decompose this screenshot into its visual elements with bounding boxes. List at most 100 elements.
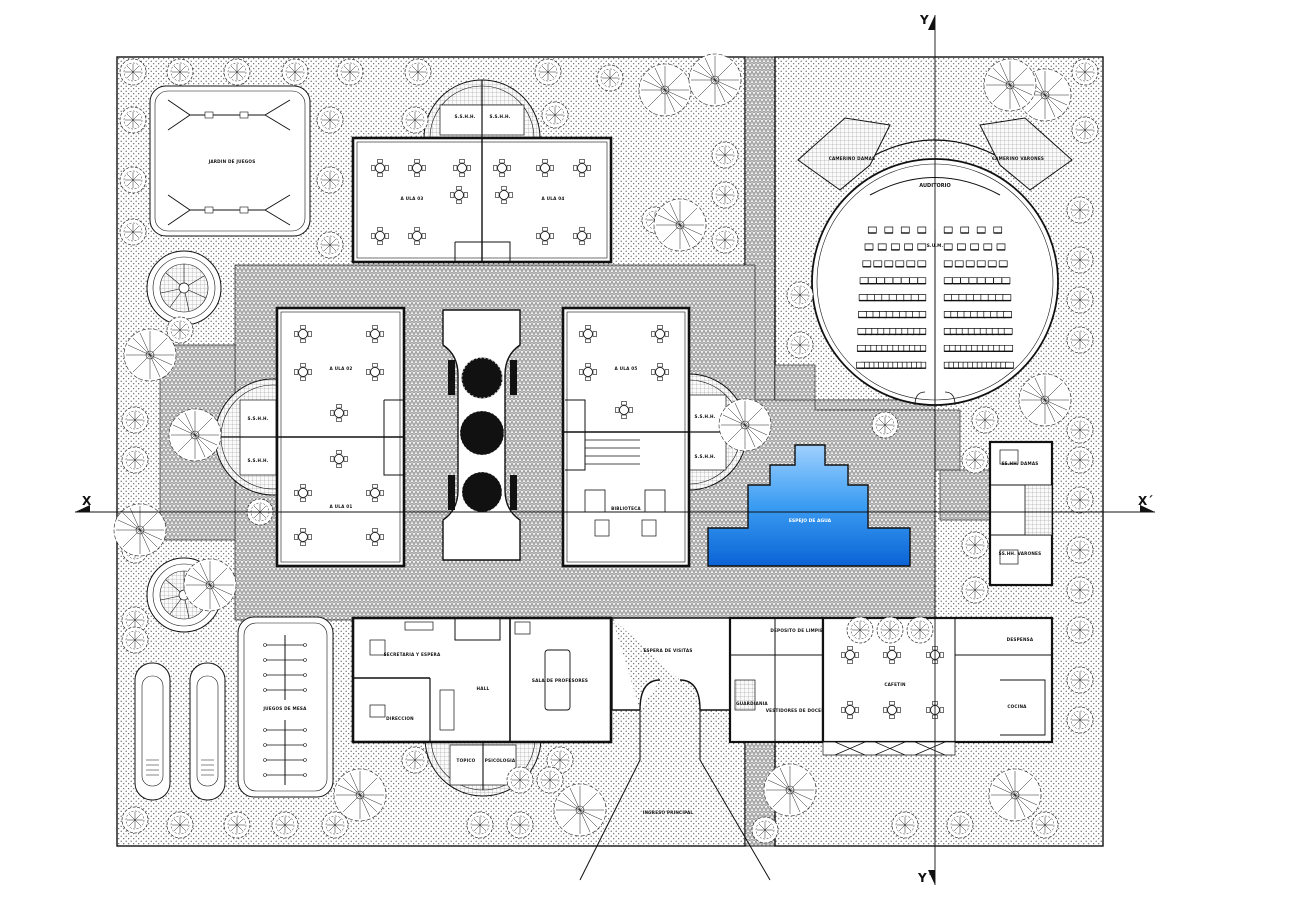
tree-icon — [846, 616, 874, 644]
tree-icon — [1066, 196, 1094, 224]
central-garden — [442, 309, 521, 561]
label-aula-01: A ULA 01 — [330, 504, 353, 509]
large-tree-icon — [718, 398, 772, 452]
administration-block: SECRETARIA Y ESPERA DIRECCION HALL SALA … — [351, 616, 613, 744]
auditorium-seat-icon — [968, 277, 978, 285]
auditorium-seat-icon — [867, 277, 877, 285]
playground: JARDIN DE JUEGOS — [149, 85, 311, 237]
tree-icon — [223, 811, 251, 839]
label-deposito: DEPOSITO DE LIMPIEZA — [770, 628, 830, 633]
auditorium-seat-icon — [984, 277, 995, 285]
label-camerino-damas: CAMERINO DAMAS — [829, 156, 876, 161]
auditorium-seat-icon — [994, 293, 1005, 302]
large-tree-icon — [763, 763, 817, 817]
service-block: DEPOSITO DE LIMPIEZA GUARDIANIA VESTIDOR… — [728, 616, 834, 744]
auditorium-seat-icon — [877, 243, 887, 251]
classroom-block-right: A ULA 05 BIBLIOTECA — [561, 306, 691, 568]
label-ssh-5: S.S.H.H. — [694, 414, 715, 419]
tree-icon — [119, 106, 147, 134]
large-tree-icon — [983, 58, 1037, 112]
auditorium-seat-icon — [998, 260, 1008, 268]
auditorium-seat-icon — [954, 260, 964, 268]
auditorium-seat-icon — [956, 243, 967, 251]
auditorium-seat-icon — [873, 260, 883, 268]
auditorium-seat-icon — [917, 293, 927, 302]
tree-icon — [1031, 811, 1059, 839]
tree-icon — [961, 446, 989, 474]
auditorium-seat-icon — [1004, 344, 1014, 352]
auditorium-seat-icon — [862, 260, 872, 268]
auditorium-seat-icon — [917, 277, 927, 285]
classroom-block-top: A ULA 03 A ULA 04 — [351, 136, 613, 264]
auditorium-seat-icon — [880, 293, 890, 302]
auditorium-seat-icon — [996, 243, 1006, 251]
auditorium-seat-icon — [909, 293, 920, 302]
label-direccion: DIRECCION — [386, 716, 414, 721]
large-tree-icon — [638, 63, 692, 117]
tree-icon — [1071, 116, 1099, 144]
auditorium-seat-icon — [1002, 310, 1013, 319]
label-secretaria: SECRETARIA Y ESPERA — [384, 652, 441, 657]
tree-icon — [166, 811, 194, 839]
entrance: ESPERA DE VISITAS INGRESO PRINCIPAL — [579, 617, 771, 881]
label-espejo-agua: ESPEJO DE AGUA — [789, 518, 832, 524]
auditorium-seat-icon — [976, 277, 986, 285]
tree-icon — [871, 411, 899, 439]
label-camerino-varones: CAMERINO VARONES — [992, 156, 1044, 161]
auditorium-seat-icon — [890, 243, 901, 251]
tree-icon — [401, 746, 429, 774]
auditorium-seat-icon — [865, 293, 876, 302]
auditorium-seat-icon — [867, 226, 877, 234]
auditorium-seat-icon — [857, 310, 868, 319]
auditorium-seat-icon — [1003, 327, 1013, 336]
tree-icon — [316, 231, 344, 259]
tree-icon — [336, 58, 364, 86]
tree-icon — [166, 58, 194, 86]
auditorium-seat-icon — [993, 226, 1003, 234]
tree-icon — [121, 406, 149, 434]
large-tree-icon — [333, 768, 387, 822]
tree-icon — [1066, 246, 1094, 274]
label-cafeteria: CAFETIN — [884, 682, 906, 687]
auditorium-seat-icon — [943, 260, 953, 268]
auditorium-seat-icon — [1004, 361, 1015, 369]
classroom-block-left: A ULA 02 A ULA 01 — [275, 306, 406, 568]
tree-icon — [466, 811, 494, 839]
tree-icon — [541, 101, 569, 129]
tree-icon — [223, 58, 251, 86]
label-biblioteca: BIBLIOTECA — [611, 506, 641, 511]
auditorium-seat-icon — [917, 226, 927, 234]
auditorium-seat-icon — [976, 260, 986, 268]
tree-icon — [1066, 416, 1094, 444]
tree-icon — [1066, 706, 1094, 734]
table-games-area: JUEGOS DE MESA — [237, 616, 334, 798]
auditorium-seat-icon — [965, 260, 975, 268]
tree-icon — [596, 64, 624, 92]
auditorium-seat-icon — [892, 277, 902, 285]
large-tree-icon — [988, 768, 1042, 822]
auditorium-seat-icon — [965, 293, 975, 302]
auditorium-seat-icon — [951, 277, 962, 285]
label-jardin-juegos: JARDIN DE JUEGOS — [208, 159, 256, 164]
auditorium-seat-icon — [1001, 277, 1011, 285]
tree-icon — [121, 626, 149, 654]
tree-icon — [119, 218, 147, 246]
tree-icon — [271, 811, 299, 839]
auditorium-seat-icon — [858, 293, 868, 302]
label-ingreso: INGRESO PRINCIPAL — [643, 810, 694, 815]
tree-icon — [751, 816, 779, 844]
auditorium-seat-icon — [900, 226, 910, 234]
label-hall: HALL — [477, 686, 490, 691]
tree-icon — [711, 141, 739, 169]
auditorium-seat-icon — [950, 293, 961, 302]
auditorium-seat-icon — [875, 277, 886, 285]
slides — [134, 662, 226, 801]
auditorium-seat-icon — [895, 260, 905, 268]
tree-icon — [1066, 536, 1094, 564]
axis-y-prime-label: Y´ — [917, 871, 933, 885]
auditorium-seat-icon — [917, 260, 927, 268]
tree-icon — [506, 811, 534, 839]
tree-icon — [961, 531, 989, 559]
axis-y-label: Y — [919, 13, 929, 27]
auditorium-seat-icon — [958, 293, 968, 302]
